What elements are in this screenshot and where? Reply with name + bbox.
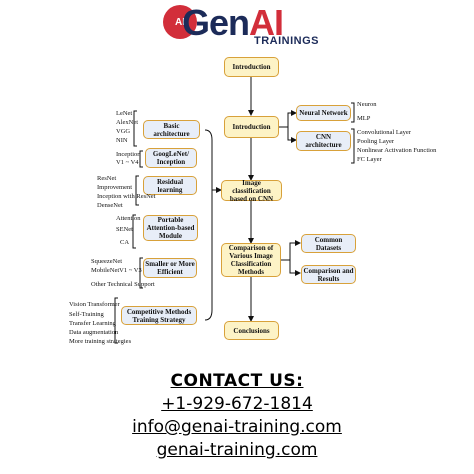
densenet-label: DenseNet [97,202,123,209]
nin-label: NIN [116,137,128,144]
fc-layer-label: FC Layer [357,156,382,163]
senet-label: SENet [116,226,133,233]
common-datasets-box: Common Datasets [301,234,356,253]
mobilenet-label: MobileNetV1 ~ V3 [91,267,142,274]
squeezenet-label: SqueezeNet [91,258,123,265]
contact-phone[interactable]: +1-929-672-1814 [161,394,313,414]
basic-architecture-box: Basic architecture [143,120,200,139]
lenet-label: LeNet [116,110,133,117]
ca-label: CA [120,239,130,246]
contact-email[interactable]: info@genai-training.com [132,417,342,437]
resnet-label: ResNet [97,175,117,182]
contact-heading: CONTACT US: [170,371,304,391]
image-classification-box: Image classification based on CNN [221,179,282,203]
self-training-label: Self-Training [69,311,104,318]
mlp-label: MLP [357,115,371,122]
inception-resnet-label: Inception with ResNet [97,193,156,200]
more-training-label: More training strategies [69,338,132,345]
logo-wordmark: GenAI [182,0,284,46]
googlenet-box: GoogLeNet/ Inception [145,148,197,168]
nonlinear-activation-label: Nonlinear Activation Function [357,147,437,154]
residual-learning-box: Residual learning [143,176,197,195]
comparison-results-box: Comparison and Results [301,265,356,284]
conv-layer-label: Convolutional Layer [357,129,411,136]
other-support-label: Other Technical Support [91,281,155,288]
attention-label: Attention [116,215,141,222]
logo-ai: AI [249,2,284,43]
competitive-methods-box: Competitive Methods Training Strategy [121,306,197,325]
neuron-label: Neuron [357,101,377,108]
logo-subtitle: TRAININGS [254,35,319,47]
transfer-learning-label: Transfer Learning [69,320,116,327]
improvement-label: Improvement [97,184,133,191]
introduction-box: Introduction [224,57,279,77]
vision-transformer-label: Vision Transformer [69,301,120,308]
inception-label: Inception [116,151,141,158]
cnn-architecture-box: CNN architecture [296,131,351,151]
vgg-label: VGG [116,128,131,135]
logo-gen: Gen [182,2,250,43]
data-augmentation-label: Data augmentation [69,329,119,336]
neural-network-box: Neural Network [296,105,351,121]
smaller-efficient-box: Smaller or More Efficient [143,258,197,278]
contact-website[interactable]: genai-training.com [156,440,318,460]
pooling-layer-label: Pooling Layer [357,138,395,145]
brain-logo-icon: AI [163,5,197,39]
comparison-methods-box: Comparison of Various Image Classificati… [221,243,281,277]
alexnet-label: AlexNet [116,119,139,126]
logo-icon-text: AI [175,16,185,28]
portable-attention-box: Portable Attention-based Module [143,215,198,241]
conclusions-box: Conclusions [224,321,279,340]
introduction-section-box: Introduction [224,116,279,138]
inception-versions-label: V1 ~ V4 [116,159,139,166]
